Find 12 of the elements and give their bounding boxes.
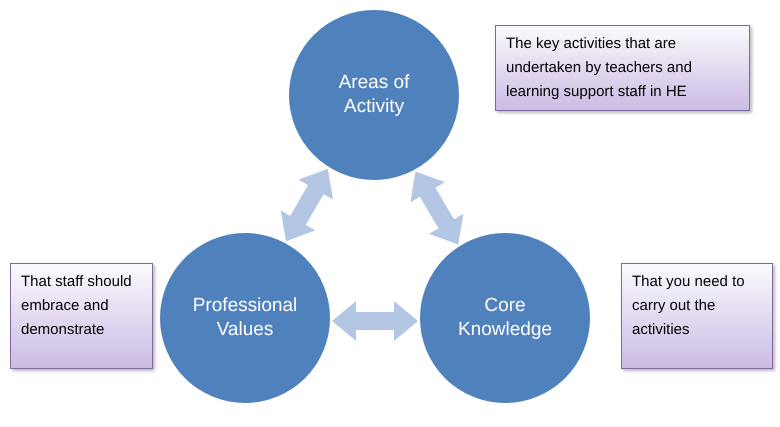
double-arrow — [410, 172, 464, 244]
node-text: That staff should embrace and demonstrate — [21, 272, 133, 340]
note-box — [495, 25, 750, 111]
note-box — [621, 263, 773, 369]
note-box — [10, 263, 153, 369]
node-text: Areas of Activity — [338, 71, 410, 119]
node-text: The key activities that are undertaken by teachers and learning support staff in HE — [506, 34, 693, 102]
double-arrow — [332, 301, 418, 341]
node-text: That you need to carry out the activities — [632, 272, 746, 340]
double-arrow — [280, 168, 334, 242]
node-text: Professional Values — [192, 294, 298, 342]
node-text: Core Knowledge — [456, 294, 554, 342]
